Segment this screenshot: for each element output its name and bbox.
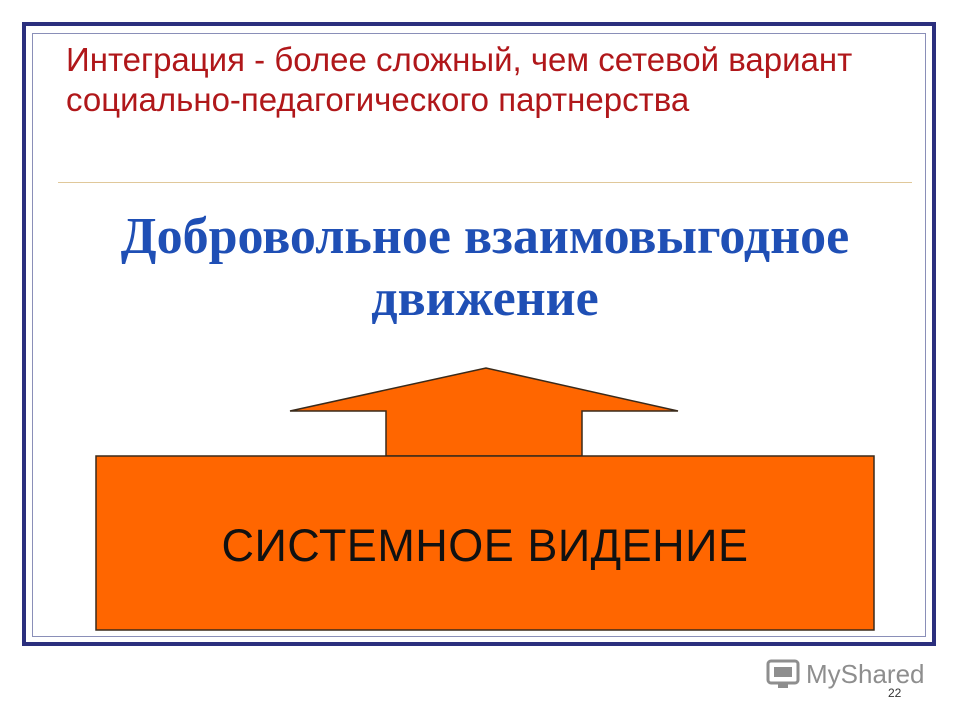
title-divider [58, 182, 912, 183]
slide-title: Интеграция - более сложный, чем сетевой … [66, 41, 853, 118]
myshared-watermark: MyShared [766, 656, 925, 692]
up-arrow-shape [289, 367, 679, 457]
watermark-text: MyShared [806, 658, 925, 689]
subtitle-line-2: движение [371, 270, 599, 327]
slide-inner-frame [32, 33, 926, 637]
page-number: 22 [888, 686, 902, 700]
subtitle-line-1: Добровольное взаимовыгодное [120, 208, 850, 265]
system-vision-box [95, 455, 875, 631]
system-vision-label: СИСТЕМНОЕ ВИДЕНИЕ [221, 520, 749, 571]
myshared-logo-icon [766, 659, 800, 688]
slide-subtitle: Добровольное взаимовыгодное движение [50, 206, 920, 330]
